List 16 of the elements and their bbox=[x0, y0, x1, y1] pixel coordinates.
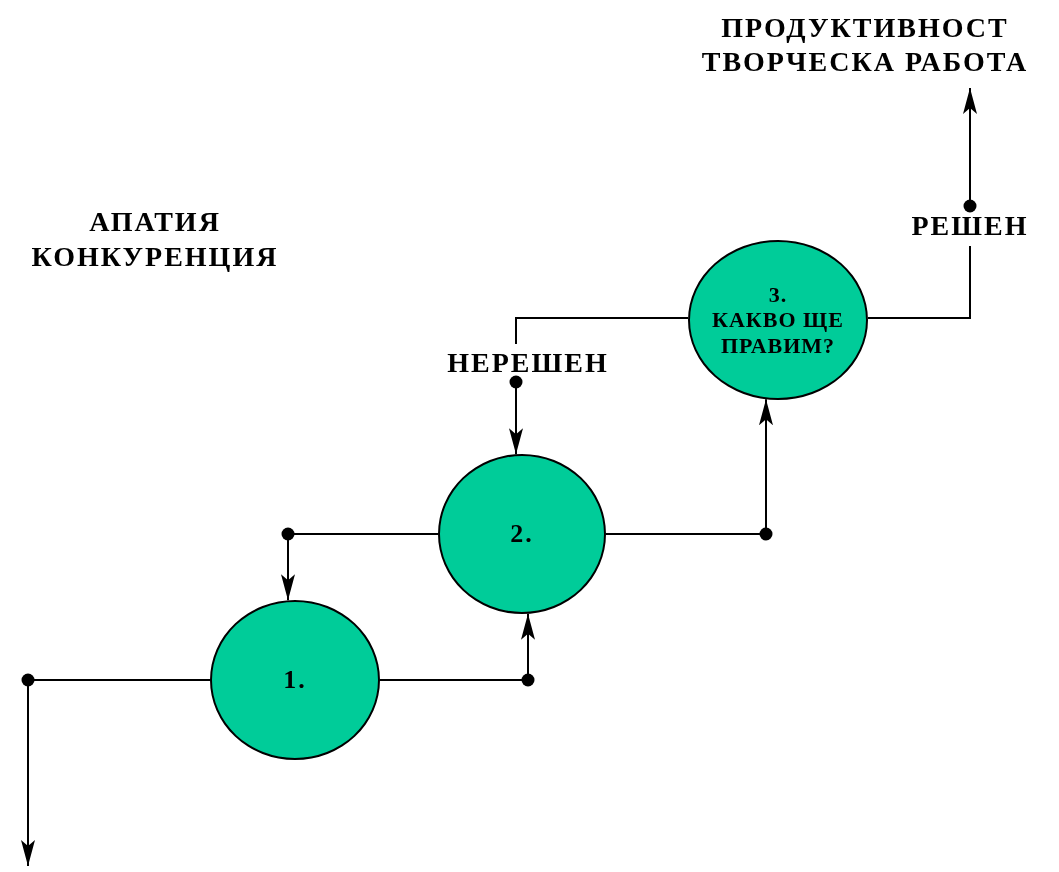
outcome-label: РЕШЕН bbox=[911, 209, 1029, 243]
connector-line bbox=[866, 245, 971, 319]
state-label: АПАТИЯ КОНКУРЕНЦИЯ bbox=[30, 205, 280, 274]
arrow bbox=[281, 527, 439, 602]
step-number: 1. bbox=[283, 664, 307, 696]
outcome-label: ПРОДУКТИВНОСТ ТВОРЧЕСКА РАБОТА bbox=[700, 11, 1030, 79]
connector-line bbox=[515, 317, 690, 345]
arrow bbox=[605, 398, 773, 541]
arrow bbox=[509, 375, 523, 456]
step-number: 2. bbox=[510, 518, 534, 550]
step-number: 3. bbox=[768, 282, 788, 308]
arrow bbox=[963, 87, 977, 213]
arrow bbox=[379, 612, 535, 687]
step-question: КАКВО ЩЕ ПРАВИМ? bbox=[711, 307, 845, 358]
outcome-label: НЕРЕШЕН bbox=[447, 346, 609, 380]
arrow bbox=[21, 673, 211, 867]
